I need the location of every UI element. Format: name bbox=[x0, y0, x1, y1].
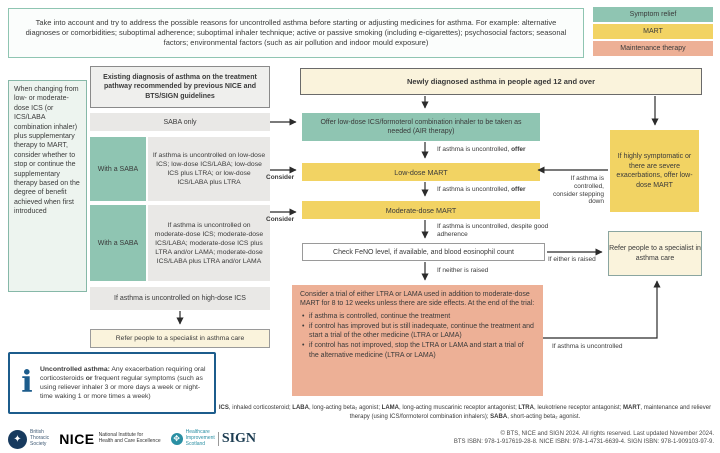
abbreviations-footer: ICS, inhaled corticosteroid; LABA, long-… bbox=[215, 404, 715, 422]
label-consider-2: Consider bbox=[266, 216, 295, 223]
label-stepping-down: If asthma is controlled, consider steppi… bbox=[553, 175, 604, 206]
abbrev-def: , inhaled corticosteroid; bbox=[228, 405, 293, 411]
copyright-text: © BTS, NICE and SIGN 2024. All rights re… bbox=[380, 430, 714, 446]
label-despite-adherence: If asthma is uncontrolled, despite good … bbox=[437, 223, 549, 238]
info-icon: i bbox=[21, 365, 33, 400]
trial-bullet-1: if asthma is controlled, continue the tr… bbox=[300, 312, 535, 322]
abbrev-term: MART bbox=[623, 405, 641, 411]
bts-line-2: Thoracic bbox=[30, 435, 50, 442]
abbrev-def: , leukotriene receptor antagonist; bbox=[533, 405, 624, 411]
abbrev-term: ICS bbox=[218, 405, 229, 411]
uncontrolled-moderate-dose-box: If asthma is uncontrolled on moderate-do… bbox=[148, 205, 270, 281]
with-saba-box-1: With a SABA bbox=[90, 137, 146, 201]
info-bold-2: or bbox=[85, 375, 93, 382]
trial-intro: Consider a trial of either LTRA or LAMA … bbox=[300, 291, 535, 308]
label-uncontrolled-offer-1: If asthma is uncontrolled, offer bbox=[437, 146, 567, 154]
nice-sub-1: National Institute for bbox=[98, 432, 144, 439]
label-uncontrolled-offer-2: If asthma is uncontrolled, offer bbox=[437, 186, 567, 194]
existing-diagnosis-header: Existing diagnosis of asthma on the trea… bbox=[90, 66, 270, 108]
nice-wordmark: NICE bbox=[59, 431, 95, 447]
abbrev-term: SABA bbox=[490, 414, 508, 420]
sign-wordmark: SIGN bbox=[221, 430, 257, 446]
abbrev-term: LAMA bbox=[381, 405, 400, 411]
label-asthma-uncontrolled: If asthma is uncontrolled bbox=[552, 343, 623, 350]
legend-mart: MART bbox=[593, 24, 713, 39]
newly-diagnosed-header: Newly diagnosed asthma in people aged 12… bbox=[300, 68, 702, 95]
abbrev-def: , long-acting muscarinic receptor antago… bbox=[399, 405, 519, 411]
his-line-1: Healthcare bbox=[185, 429, 210, 436]
nice-logo-text: National Institute for Health and Care E… bbox=[98, 432, 161, 445]
copyright-line-1: © BTS, NICE and SIGN 2024. All rights re… bbox=[500, 431, 714, 437]
his-logo-text: Healthcare Improvement Scotland bbox=[185, 429, 215, 447]
legend-symptom-relief: Symptom relief bbox=[593, 7, 713, 22]
info-text-1: Any exacerbation requiring oral corticos… bbox=[40, 366, 206, 382]
bts-line-3: Society bbox=[30, 440, 47, 447]
label-text: If asthma is uncontrolled, bbox=[437, 146, 512, 153]
label-neither-raised: If neither is raised bbox=[437, 267, 489, 274]
label-bold: offer bbox=[511, 186, 526, 193]
abbrev-def: , long-acting beta₂ agonist; bbox=[308, 405, 382, 411]
top-note-box: Take into account and try to address the… bbox=[8, 8, 584, 58]
uncontrolled-asthma-info-box: i Uncontrolled asthma: Any exacerbation … bbox=[8, 352, 216, 414]
bts-logo-text: British Thoracic Society bbox=[30, 429, 50, 447]
trial-bullet-3: if control has not improved, stop the LT… bbox=[300, 341, 535, 360]
nice-logo: NICE National Institute for Health and C… bbox=[59, 431, 160, 447]
abbrev-def: , short-acting beta₂ agonist. bbox=[507, 414, 581, 420]
logo-divider bbox=[217, 431, 219, 446]
abbrev-term: LTRA bbox=[518, 405, 534, 411]
legend-maintenance-therapy: Maintenance therapy bbox=[593, 41, 713, 56]
saba-only-box: SABA only bbox=[90, 113, 270, 131]
his-sign-logo: ✥ Healthcare Improvement Scotland SIGN bbox=[170, 429, 257, 447]
his-line-2: Improvement bbox=[185, 435, 215, 442]
uncontrolled-high-dose-box: If asthma is uncontrolled on high-dose I… bbox=[90, 287, 270, 310]
moderate-dose-mart-box: Moderate-dose MART bbox=[302, 201, 540, 219]
label-consider-1: Consider bbox=[266, 174, 295, 181]
ltra-lama-trial-box: Consider a trial of either LTRA or LAMA … bbox=[292, 285, 543, 396]
refer-specialist-left-box: Refer people to a specialist in asthma c… bbox=[90, 329, 270, 348]
abbrev-term: LABA bbox=[292, 405, 309, 411]
info-bold-1: Uncontrolled asthma: bbox=[40, 366, 110, 373]
bts-logo: ✦ British Thoracic Society bbox=[8, 429, 50, 449]
highly-symptomatic-box: If highly symptomatic or there are sever… bbox=[610, 130, 699, 212]
uncontrolled-low-dose-box: If asthma is uncontrolled on low-dose IC… bbox=[148, 137, 270, 201]
bts-line-1: British bbox=[30, 429, 44, 436]
nice-sub-2: Health and Care Excellence bbox=[98, 438, 161, 444]
with-saba-box-2: With a SABA bbox=[90, 205, 146, 281]
info-text-2: frequent regular symptoms (such as using… bbox=[40, 375, 203, 400]
label-bold: offer bbox=[511, 146, 526, 153]
label-text: If asthma is uncontrolled, bbox=[437, 186, 512, 193]
logo-strip: ✦ British Thoracic Society NICE National… bbox=[8, 427, 348, 451]
low-dose-mart-box: Low-dose MART bbox=[302, 163, 540, 181]
trial-bullet-2: if control has improved but is still ina… bbox=[300, 322, 535, 341]
his-line-3: Scotland bbox=[185, 440, 206, 447]
mart-change-note-box: When changing from low- or moderate-dose… bbox=[8, 80, 87, 292]
label-either-raised: If either is raised bbox=[548, 256, 596, 263]
abbrev-def: , maintenance and reliever therapy (usin… bbox=[349, 405, 712, 420]
info-text: Uncontrolled asthma: Any exacerbation re… bbox=[40, 365, 209, 401]
copyright-line-2: BTS ISBN: 978-1-917619-28-8. NICE ISBN: … bbox=[453, 439, 714, 445]
trial-bullet-list: if asthma is controlled, continue the tr… bbox=[300, 312, 535, 360]
air-therapy-box: Offer low-dose ICS/formoterol combinatio… bbox=[302, 113, 540, 141]
bts-logo-icon: ✦ bbox=[8, 429, 27, 449]
refer-specialist-right-box: Refer people to a specialist in asthma c… bbox=[608, 231, 702, 276]
feno-check-box: Check FeNO level, if available, and bloo… bbox=[302, 243, 545, 261]
his-logo-icon: ✥ bbox=[170, 432, 183, 445]
